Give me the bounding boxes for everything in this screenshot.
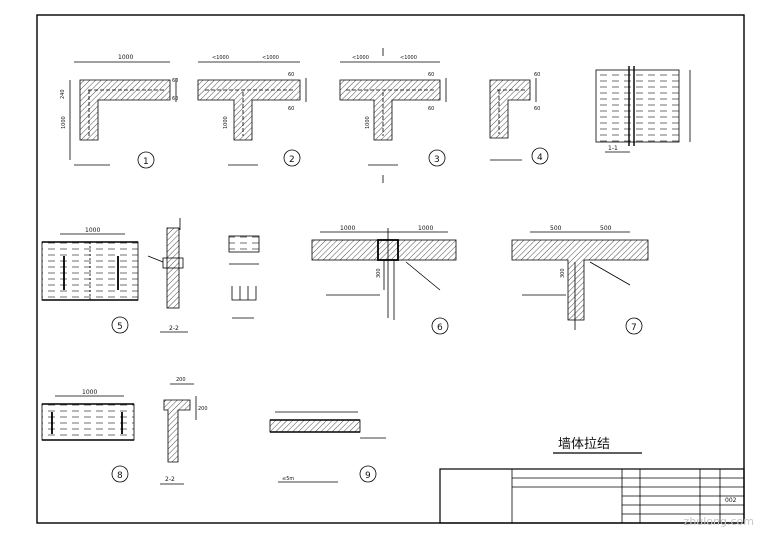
detail-3-dim-60a: 60 bbox=[428, 72, 434, 78]
detail-3-dim-right: <1000 bbox=[400, 55, 417, 61]
detail-8 bbox=[41, 395, 135, 483]
detail-9 bbox=[269, 411, 386, 483]
detail-4-number: 4 bbox=[537, 153, 543, 163]
detail-2-dim-60a: 60 bbox=[288, 72, 294, 78]
detail-1-dim-60a: 60 bbox=[172, 78, 178, 84]
detail-1-dim-60b: 60 bbox=[172, 96, 178, 102]
detail-9-number: 9 bbox=[365, 471, 371, 481]
detail-3-dim-left: <1000 bbox=[352, 55, 369, 61]
detail-3-dim-60b: 60 bbox=[428, 106, 434, 112]
detail-7-number: 7 bbox=[631, 323, 637, 333]
section-2-2-lower bbox=[160, 383, 197, 485]
detail-4-dim-60b: 60 bbox=[534, 106, 540, 112]
detail-1 bbox=[69, 61, 177, 169]
watermark: zhulong.com bbox=[683, 515, 754, 528]
section-1-1 bbox=[595, 66, 691, 153]
drawing-title: 墙体拉结 bbox=[558, 437, 610, 452]
detail-7 bbox=[511, 231, 649, 335]
detail-8-number: 8 bbox=[117, 471, 123, 481]
detail-4 bbox=[489, 78, 549, 165]
detail-9-note: ≤5m bbox=[282, 476, 294, 482]
detail-2-dim-1000: 1000 bbox=[223, 116, 229, 129]
detail-6 bbox=[311, 228, 457, 335]
detail-7-dim-right: 500 bbox=[600, 225, 612, 232]
title-block bbox=[439, 468, 745, 524]
section-1-1-label: 1-1 bbox=[608, 145, 618, 152]
detail-2-dim-right: <1000 bbox=[262, 55, 279, 61]
detail-4-dim-60a: 60 bbox=[534, 72, 540, 78]
detail-5-number: 5 bbox=[117, 322, 123, 332]
detail-7-dim-300: 300 bbox=[560, 268, 566, 278]
detail-1-dim-left: 1000 bbox=[61, 116, 67, 129]
detail-2 bbox=[197, 61, 307, 167]
detail-2-number: 2 bbox=[289, 155, 295, 165]
detail-6-number: 6 bbox=[437, 323, 443, 333]
rebar-detail bbox=[228, 235, 260, 319]
detail-8-dim: 1000 bbox=[82, 389, 97, 396]
detail-7-dim-left: 500 bbox=[550, 225, 562, 232]
detail-2-dim-60b: 60 bbox=[288, 106, 294, 112]
detail-1-dim-top: 1000 bbox=[118, 54, 133, 61]
detail-5-dim: 1000 bbox=[85, 227, 100, 234]
detail-6-dim-left: 1000 bbox=[340, 225, 355, 232]
detail-6-dim-300: 300 bbox=[376, 268, 382, 278]
detail-6-dim-right: 1000 bbox=[418, 225, 433, 232]
section-2-2-upper bbox=[147, 218, 188, 333]
detail-1-dim-side: 240 bbox=[60, 89, 66, 99]
sheet-number: 002 bbox=[725, 497, 737, 504]
section-2-2-lower-label: 2-2 bbox=[165, 476, 175, 483]
sheet-frame bbox=[36, 14, 745, 524]
section-2-2-lower-dim-b: 200 bbox=[198, 406, 208, 412]
detail-2-dim-left: <1000 bbox=[212, 55, 229, 61]
detail-3-number: 3 bbox=[434, 155, 440, 165]
section-2-2-lower-dim-a: 200 bbox=[176, 377, 186, 383]
detail-3-dim-1000: 1000 bbox=[365, 116, 371, 129]
section-2-2-upper-label: 2-2 bbox=[169, 325, 179, 332]
detail-5 bbox=[41, 233, 139, 334]
detail-3 bbox=[339, 48, 447, 183]
detail-1-number: 1 bbox=[143, 157, 149, 167]
